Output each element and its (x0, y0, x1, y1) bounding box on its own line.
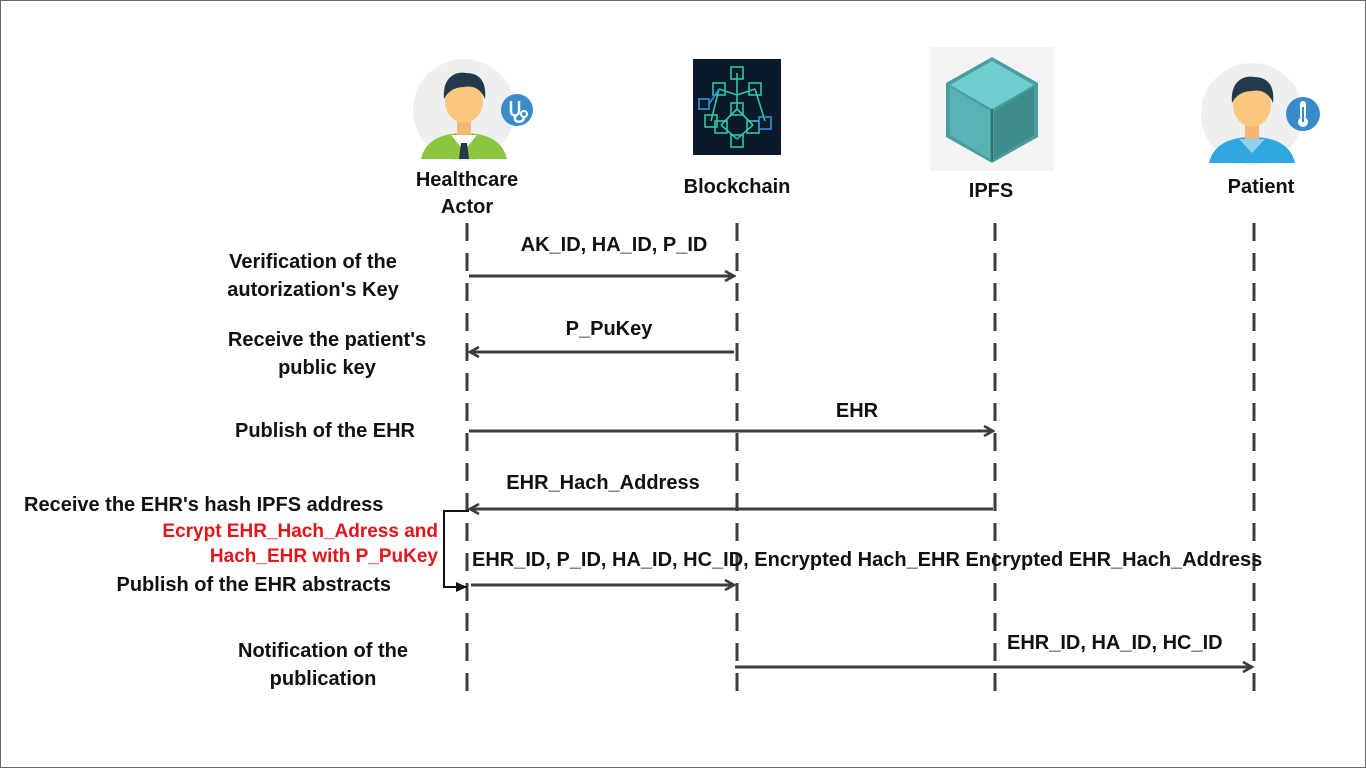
step-verification-desc: Verification of the autorization's Key (193, 248, 433, 304)
patient-avatar-icon (1201, 63, 1320, 165)
step-verification-desc-line2: autorization's Key (227, 279, 399, 301)
blockchain-actor-label: Blockchain (683, 176, 791, 198)
step-notification-desc-line1: Notification of the (238, 640, 408, 662)
step-verification-desc-line1: Verification of the (229, 251, 397, 273)
step-public-key-desc-line2: public key (278, 357, 376, 379)
doctor-avatar-icon (413, 59, 533, 161)
step-public-key-desc: Receive the patient's public key (197, 326, 457, 382)
step-notification-desc-line2: publication (269, 668, 377, 690)
healthcare-label-line2: Actor (440, 196, 494, 218)
step-public-key-desc-line1: Receive the patient's (227, 329, 427, 351)
message-publish-abstracts: EHR_ID, P_ID, HA_ID, HC_ID, Encrypted Ha… (472, 549, 1263, 571)
blockchain-network-icon (693, 59, 781, 155)
encrypt-note-line2: Hach_EHR with P_PuKey (209, 546, 438, 567)
message-public-key: P_PuKey (565, 318, 653, 340)
encrypt-note: Ecrypt EHR_Hach_Adress and Hach_EHR with… (111, 519, 438, 569)
message-publish-ehr: EHR (835, 400, 879, 422)
healthcare-label-line1: Healthcare (415, 169, 519, 191)
ipfs-cube-icon (930, 47, 1054, 171)
message-notification: EHR_ID, HA_ID, HC_ID (1007, 632, 1223, 654)
step-publish-ehr-desc: Publish of the EHR (235, 420, 415, 442)
encrypt-note-line1: Ecrypt EHR_Hach_Adress and (162, 521, 438, 542)
ipfs-actor-label: IPFS (968, 180, 1014, 202)
step-hash-address-desc: Receive the EHR's hash IPFS address (24, 494, 384, 516)
step-notification-desc: Notification of the publication (193, 637, 453, 693)
healthcare-actor-label: Healthcare Actor (387, 167, 547, 221)
message-verification: AK_ID, HA_ID, P_ID (520, 234, 708, 256)
self-loop-encrypt (443, 510, 469, 592)
patient-actor-label: Patient (1227, 176, 1295, 198)
message-hash-address: EHR_Hach_Address (506, 472, 700, 494)
step-publish-abstracts-desc: Publish of the EHR abstracts (116, 574, 392, 596)
